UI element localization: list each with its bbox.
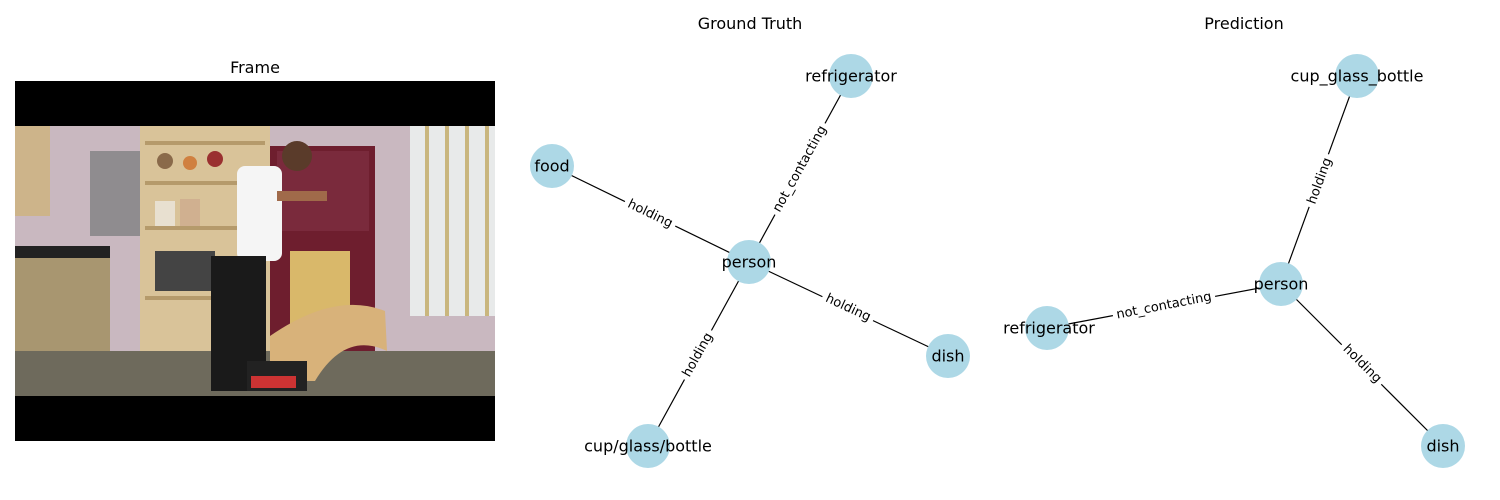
node-refrigerator: [829, 54, 873, 98]
node-label-person: person: [722, 253, 777, 272]
edge-label-holding: holding: [1305, 156, 1336, 206]
node-label-dish: dish: [1426, 437, 1459, 456]
node-cup: [1335, 54, 1379, 98]
prediction-title: Prediction: [1204, 14, 1284, 33]
edge-label-not-contacting: not_contacting: [770, 123, 830, 215]
edge-label-holding: holding: [1340, 342, 1385, 387]
node-refrigerator: [1025, 306, 1069, 350]
node-label-dish: dish: [931, 347, 964, 366]
node-label-refrigerator: refrigerator: [1003, 319, 1095, 338]
node-dish: [926, 334, 970, 378]
node-person: [1259, 262, 1303, 306]
node-person: [727, 240, 771, 284]
edge-label-holding: holding: [823, 291, 873, 325]
node-food: [530, 144, 574, 188]
video-frame: [15, 81, 495, 441]
ground-truth-title: Ground Truth: [697, 14, 803, 33]
node-dish: [1421, 424, 1465, 468]
node-label-refrigerator: refrigerator: [805, 67, 897, 86]
prediction-graph: holding not_contacting holding person cu…: [1003, 54, 1465, 468]
frame-title: Frame: [230, 58, 280, 77]
node-label-food: food: [534, 157, 569, 176]
edge-label-not-contacting: not_contacting: [1115, 289, 1213, 322]
frame-image: [15, 81, 495, 441]
node-cup: [626, 424, 670, 468]
node-label-cup: cup/glass/bottle: [584, 437, 712, 456]
ground-truth-graph: not_contacting holding holding holding p…: [530, 54, 970, 468]
node-label-cup: cup_glass_bottle: [1291, 67, 1424, 87]
subplot-edge-mask: [994, 310, 1004, 346]
node-label-person: person: [1254, 275, 1309, 294]
